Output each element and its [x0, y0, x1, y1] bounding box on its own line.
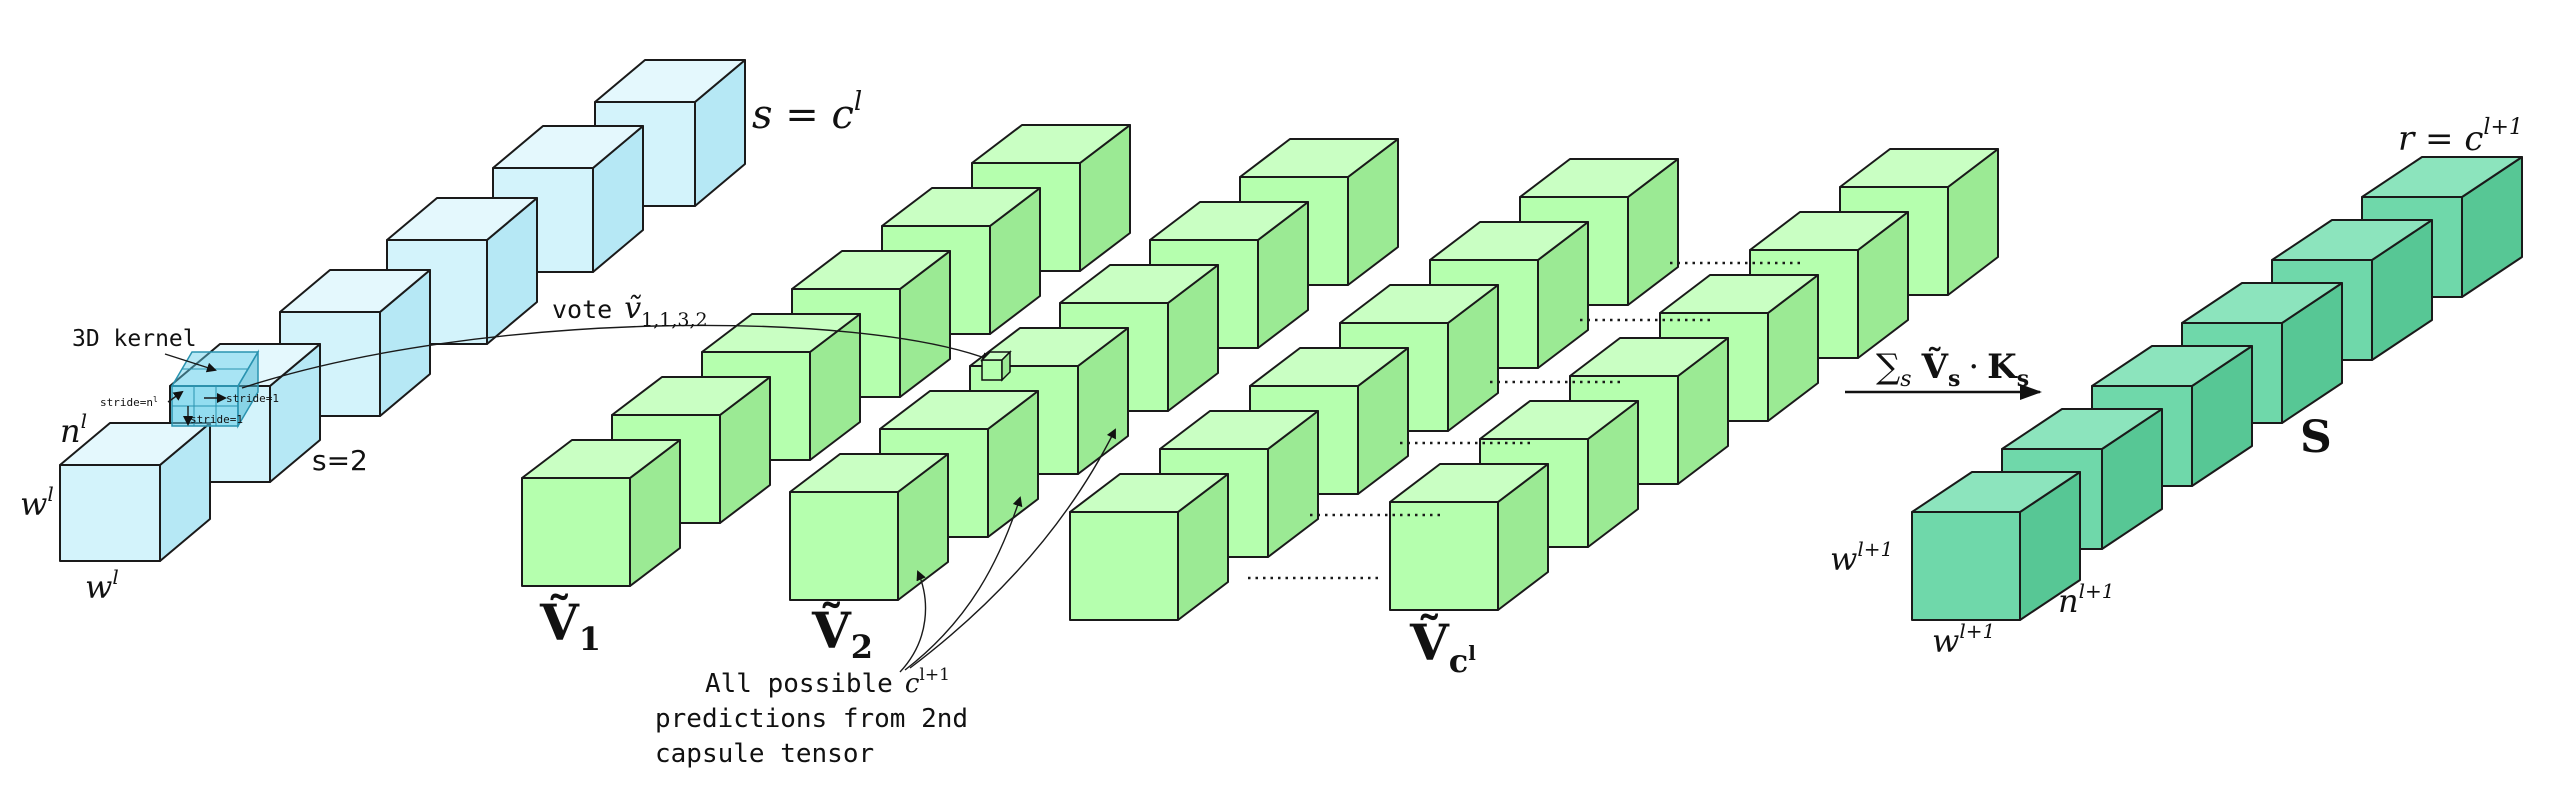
stride-n-arrow: [167, 390, 184, 403]
vote-tensors: [521, 124, 1999, 621]
single-vote-front: [981, 359, 1003, 381]
vote-stack-c-cube-1-front-face: [1389, 501, 1499, 611]
w-out-bottom-label: wl+1: [1932, 619, 1995, 660]
prediction-arrow: [904, 496, 1023, 671]
prediction-arrow: [909, 428, 1116, 669]
stride-1-down-label: stride=1: [190, 413, 243, 426]
input-cube-1: [59, 422, 211, 562]
s-equals-c-label: s = cl: [752, 87, 862, 138]
kernel-side-face: [237, 349, 259, 429]
vc-label: Ṽcl: [1409, 613, 1476, 680]
w-l-left-label: wl: [20, 482, 54, 523]
stride-1-right-label: stride=1: [226, 392, 279, 405]
input-cube-4: [386, 197, 538, 345]
kernel-pointer-arrow: [164, 353, 217, 373]
predictions-line-3: capsule tensor: [655, 739, 874, 769]
vote-stack-3-cube-1-front-face: [1069, 511, 1179, 621]
single-vote-cube: [980, 350, 1012, 382]
vote-stack-2-cube-1-front-face: [789, 491, 899, 601]
r-equals-c-label: r = cl+1: [2398, 115, 2523, 159]
v2-label: Ṽ2: [811, 601, 873, 666]
single-vote-side: [1001, 350, 1011, 382]
n-out-label: nl+1: [2058, 579, 2115, 620]
vote-stack-1-cube-1-front-face: [521, 477, 631, 587]
vote-stack-c-cube-1: [1389, 463, 1549, 611]
vote-stack-2-cube-1: [789, 453, 949, 601]
output-cube-1-front-face: [1911, 511, 2021, 621]
w-out-left-label: wl+1: [1830, 537, 1893, 578]
w-l-bottom-label: wl: [85, 565, 119, 606]
input-cube-1-front-face: [59, 464, 161, 562]
v1-label: Ṽ1: [539, 593, 601, 658]
output-cube-1: [1911, 471, 2081, 621]
s-two-label: s=2: [312, 444, 368, 477]
vote-stack-1-cube-1: [521, 439, 681, 587]
stride-n-label: stride=nl: [100, 395, 158, 409]
output-capsule-tensor: [1911, 156, 2523, 621]
vote-stack-3-cube-1: [1069, 473, 1229, 621]
S-label: S: [2300, 412, 2332, 463]
predictions-line-2: predictions from 2nd: [655, 704, 968, 734]
kernel-label: 3D kernel: [72, 326, 197, 352]
n-l-label: nl: [60, 409, 87, 450]
vote-arrow: [241, 324, 992, 389]
prediction-arrow: [899, 570, 927, 673]
